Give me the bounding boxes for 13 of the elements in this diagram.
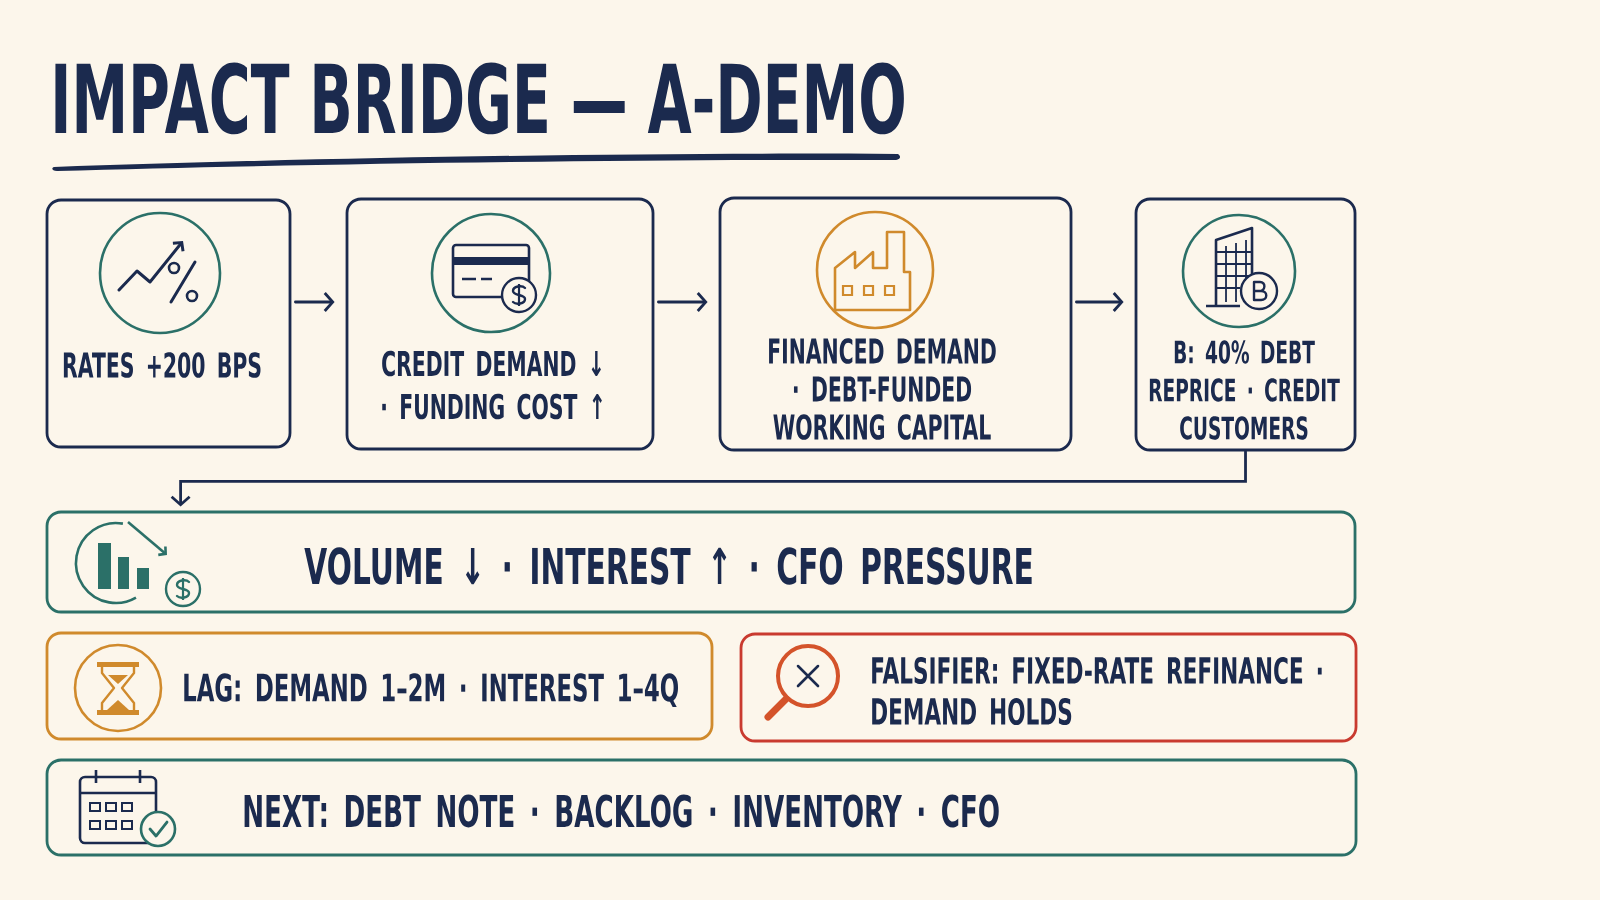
outcome-box: VOLUME ↓ · INTEREST ↑ · CFO PRESSURE xyxy=(45,510,1357,614)
process-box: CREDIT DEMAND ↓ · FUNDING COST ↑ xyxy=(345,197,655,451)
title: IMPACT BRIDGE — A-DEMO xyxy=(52,62,904,171)
process-box: B: 40% DEBT REPRICE · CREDIT CUSTOMERS xyxy=(1134,197,1357,452)
arrow xyxy=(170,450,1247,507)
info-box: LAG: DEMAND 1–2M · INTEREST 1–4Q xyxy=(45,631,714,741)
arrow xyxy=(294,292,335,312)
process-box: RATES +200 BPS xyxy=(45,198,292,449)
info-box: NEXT: DEBT NOTE · BACKLOG · INVENTORY · CFO xyxy=(45,758,1358,857)
arrow xyxy=(1075,292,1124,312)
process-box: FINANCED DEMAND · DEBT-FUNDED WORKING CAPITAL xyxy=(718,196,1073,452)
info-box: FALSIFIER: FIXED-RATE REFINANCE · DEMAND HOLDS xyxy=(739,632,1358,743)
arrow xyxy=(657,292,708,312)
